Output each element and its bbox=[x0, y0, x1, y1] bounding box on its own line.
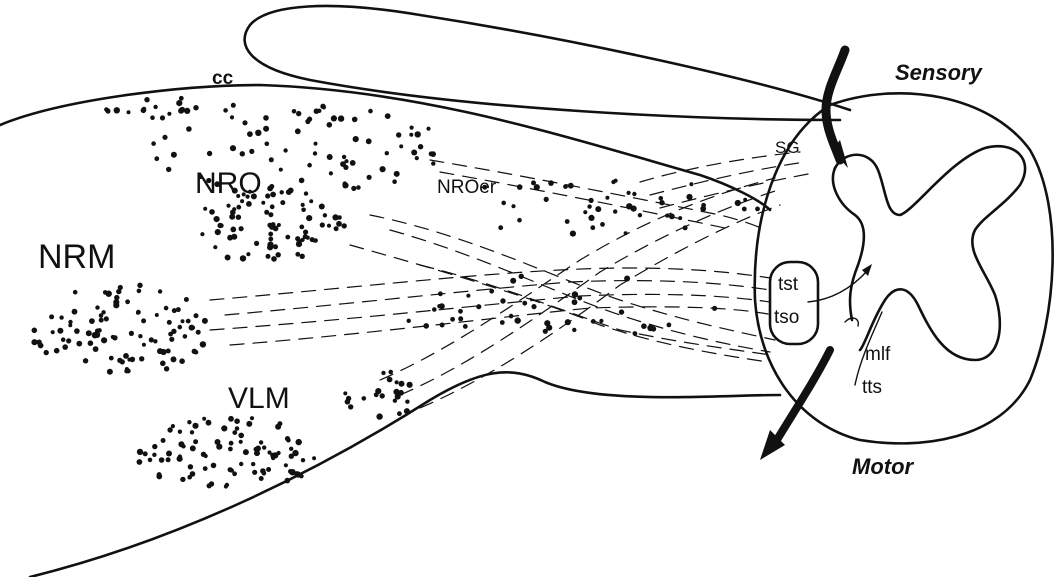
motor-arrow bbox=[768, 346, 834, 452]
motor-arrowhead bbox=[760, 430, 785, 460]
tst-tso-oval bbox=[768, 260, 820, 346]
tst-projection bbox=[807, 269, 869, 303]
spinal-cord-outline bbox=[753, 91, 1054, 445]
label-sensory: Sensory bbox=[895, 60, 984, 85]
label-tst: tst bbox=[778, 274, 799, 295]
label-sg: SG bbox=[775, 138, 800, 157]
grey-matter-inner-ventral bbox=[831, 166, 866, 322]
brainstem-lower-edge bbox=[28, 371, 782, 577]
grey-matter-outline bbox=[833, 145, 1027, 362]
brainstem-upper-edge bbox=[0, 83, 772, 212]
label-mlf: mlf bbox=[865, 344, 891, 365]
label-nrm: NRM bbox=[38, 238, 115, 276]
label-tso: tso bbox=[774, 307, 799, 328]
upper-lobe-outline bbox=[243, 4, 852, 122]
sensory-arrowhead bbox=[832, 140, 848, 168]
tst-projection-head bbox=[862, 264, 872, 276]
label-nro: NRO bbox=[195, 167, 262, 200]
label-nroer: NROer bbox=[437, 177, 497, 198]
nucleus-dots bbox=[31, 95, 760, 489]
label-tts: tts bbox=[862, 377, 882, 398]
label-motor: Motor bbox=[852, 454, 915, 479]
label-cc: cc bbox=[212, 68, 234, 89]
fiber-bundles bbox=[209, 151, 809, 409]
label-vlm: VLM bbox=[228, 382, 290, 415]
mlf-curl bbox=[844, 317, 859, 327]
tts-line bbox=[854, 311, 883, 386]
